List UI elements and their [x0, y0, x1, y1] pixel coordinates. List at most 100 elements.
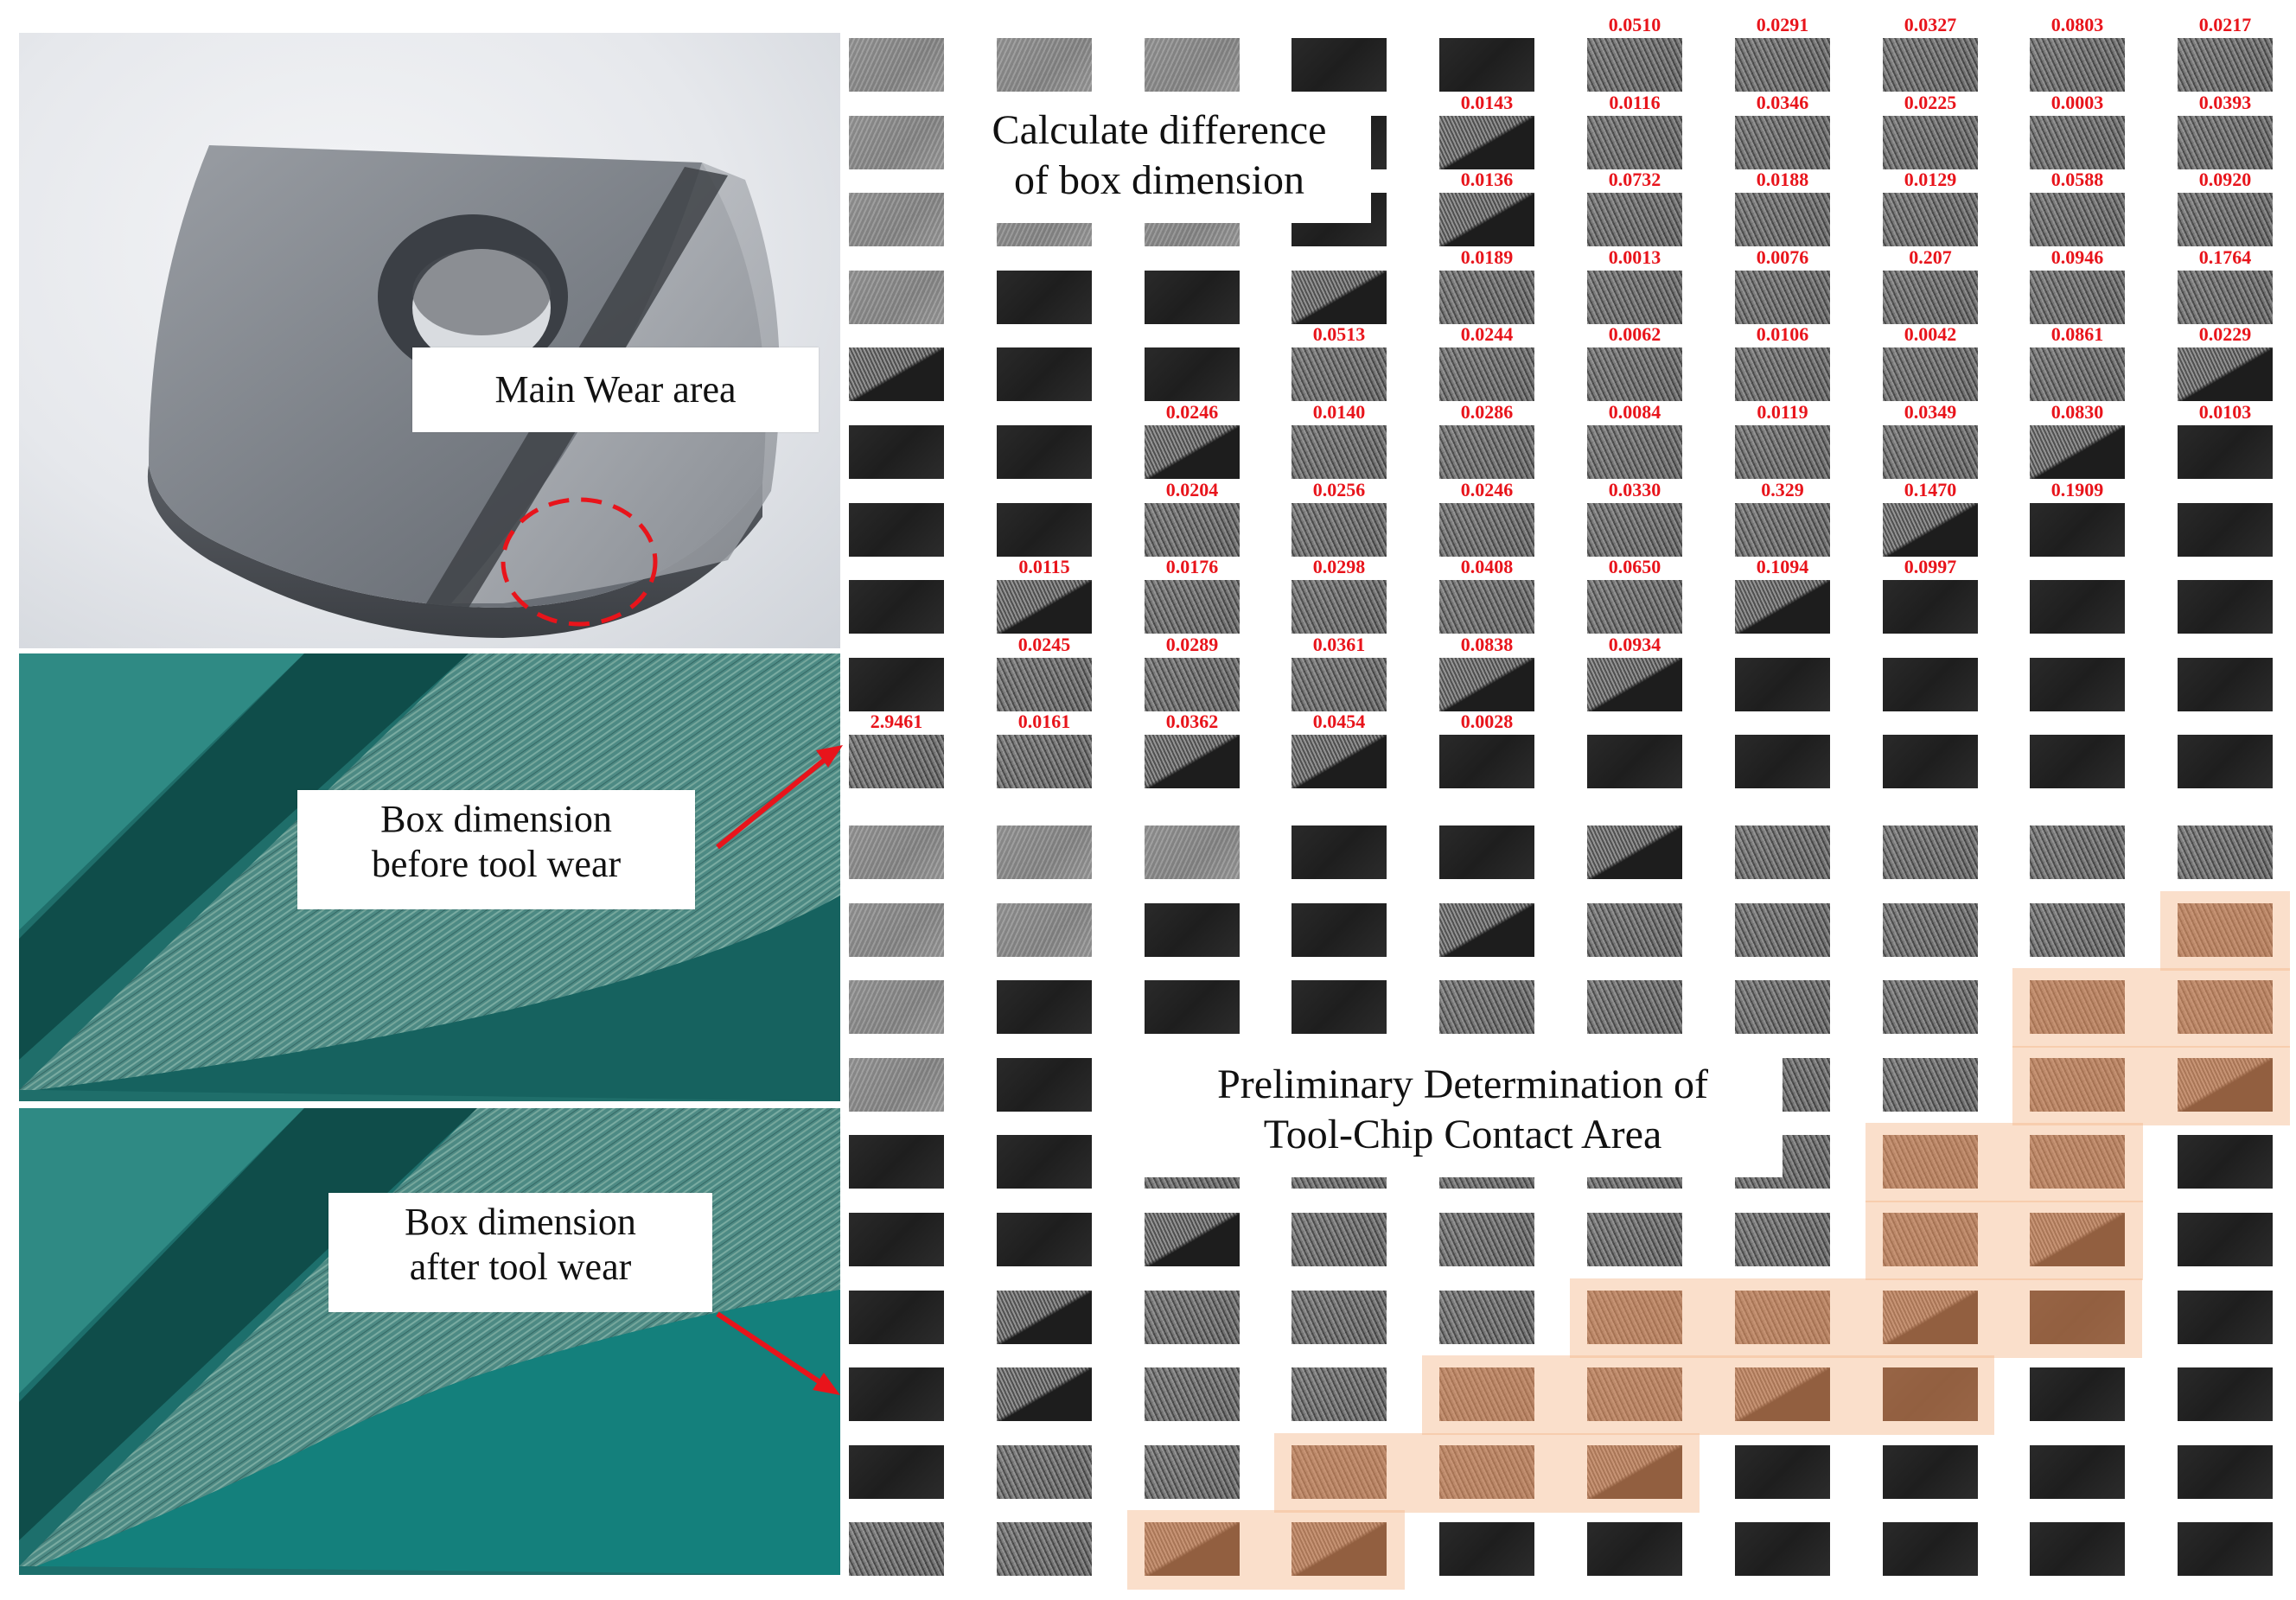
- top-grid-tile: [1145, 503, 1240, 557]
- after-wear-label: Box dimension after tool wear: [328, 1193, 712, 1312]
- tool-insert-photo: Main Wear area: [19, 33, 840, 648]
- top-grid-tile: [2030, 38, 2125, 92]
- difference-value: 0.0204: [1165, 479, 1219, 500]
- difference-value: 2.9461: [870, 711, 923, 732]
- top-grid-tile: [2178, 347, 2273, 401]
- difference-value: 0.0176: [1165, 556, 1219, 577]
- difference-value: 0.0997: [1904, 556, 1957, 577]
- top-grid-tile: [1292, 503, 1387, 557]
- bottom-grid-tile: [1735, 1213, 1830, 1266]
- top-grid-tile: [997, 580, 1092, 634]
- top-grid-tile: [1883, 193, 1978, 246]
- top-grid-tile: [1439, 425, 1534, 479]
- top-grid-tile: [1439, 503, 1534, 557]
- micrograph-before-wear: Box dimension before tool wear: [19, 653, 840, 1101]
- difference-value: 0.0003: [2050, 92, 2104, 113]
- bottom-grid-tile: [2178, 1367, 2273, 1421]
- prelim-line2: Tool-Chip Contact Area: [1263, 1111, 1662, 1157]
- difference-value: 0.0115: [1018, 556, 1070, 577]
- bottom-grid-tile: [1439, 980, 1534, 1034]
- difference-value: 0.0286: [1460, 401, 1514, 423]
- difference-value: 0.0136: [1460, 169, 1514, 190]
- top-grid-tile: [2030, 271, 2125, 324]
- bottom-grid-tile: [1439, 903, 1534, 957]
- top-grid-tile: [2178, 503, 2273, 557]
- top-grid-tile: [1883, 116, 1978, 169]
- top-grid-tile: [1145, 735, 1240, 788]
- top-grid-tile: [2178, 425, 2273, 479]
- before-wear-label: Box dimension before tool wear: [297, 790, 695, 909]
- bottom-grid-tile: [2030, 1135, 2125, 1189]
- before-wear-line1: Box dimension: [380, 798, 612, 840]
- top-grid-tile: [1587, 735, 1682, 788]
- bottom-grid-tile: [1292, 1291, 1387, 1344]
- difference-value: 0.0106: [1756, 323, 1809, 345]
- top-grid-tile: [1587, 271, 1682, 324]
- difference-value: 0.0246: [1460, 479, 1514, 500]
- difference-value: 0.0298: [1312, 556, 1366, 577]
- bottom-grid-tile: [849, 1522, 944, 1576]
- prelim-line1: Preliminary Determination of: [1217, 1061, 1708, 1107]
- bottom-grid-tile: [1735, 825, 1830, 879]
- wear-circle-overlay: [501, 497, 658, 627]
- top-grid-tile: [1587, 347, 1682, 401]
- top-grid-tile: [1735, 503, 1830, 557]
- bottom-grid-tile: [1292, 1213, 1387, 1266]
- bottom-grid-tile: [1145, 1291, 1240, 1344]
- top-grid-tile: [1735, 193, 1830, 246]
- top-grid-tile: [2030, 735, 2125, 788]
- bottom-grid-tile: [1292, 1522, 1387, 1576]
- bottom-grid-tile: [1735, 980, 1830, 1034]
- difference-value: 0.0028: [1460, 711, 1514, 732]
- after-wear-line2: after tool wear: [409, 1245, 632, 1288]
- bottom-grid-tile: [849, 1291, 944, 1344]
- bottom-grid-tile: [1439, 1445, 1534, 1499]
- bottom-grid-tile: [2030, 1522, 2125, 1576]
- bottom-grid-tile: [1292, 1445, 1387, 1499]
- difference-value: 0.0361: [1312, 634, 1366, 655]
- difference-value: 0.0062: [1608, 323, 1661, 345]
- bottom-grid-tile: [1883, 903, 1978, 957]
- bottom-grid-tile: [1292, 903, 1387, 957]
- top-grid-tile: [1439, 193, 1534, 246]
- bottom-grid-tile: [2178, 1522, 2273, 1576]
- top-grid-tile: [1292, 347, 1387, 401]
- top-grid-tile: [849, 503, 944, 557]
- bottom-grid-tile: [1735, 1445, 1830, 1499]
- difference-value: 0.0327: [1904, 14, 1957, 35]
- top-grid-tile: [849, 425, 944, 479]
- difference-value: 0.0076: [1756, 246, 1809, 268]
- top-grid-tile: [2030, 425, 2125, 479]
- bottom-grid-tile: [997, 1522, 1092, 1576]
- difference-value: 0.0217: [2198, 14, 2252, 35]
- bottom-grid-tile: [1587, 980, 1682, 1034]
- bottom-grid-tile: [2030, 1058, 2125, 1112]
- top-grid-tile: [1439, 38, 1534, 92]
- bottom-grid-tile: [1587, 903, 1682, 957]
- bottom-grid-tile: [2030, 1291, 2125, 1344]
- bottom-grid-tile: [1145, 1522, 1240, 1576]
- difference-value: 0.0161: [1017, 711, 1071, 732]
- bottom-grid-tile: [2178, 1445, 2273, 1499]
- top-grid-tile: [1735, 658, 1830, 711]
- bottom-grid-tile: [1587, 1522, 1682, 1576]
- difference-value: 0.0510: [1608, 14, 1661, 35]
- bottom-grid-tile: [997, 1367, 1092, 1421]
- bottom-grid-tile: [1587, 1445, 1682, 1499]
- top-grid-tile: [1292, 658, 1387, 711]
- bottom-grid-tile: [1439, 1522, 1534, 1576]
- top-grid-tile: [1587, 193, 1682, 246]
- top-grid-tile: [1735, 425, 1830, 479]
- top-grid-tile: [1883, 735, 1978, 788]
- bottom-grid-tile: [1587, 1291, 1682, 1344]
- top-grid-tile: [1735, 735, 1830, 788]
- difference-value: 0.0289: [1165, 634, 1219, 655]
- bottom-grid-tile: [1439, 1367, 1534, 1421]
- calc-line1: Calculate difference: [992, 107, 1327, 153]
- top-grid-tile: [849, 735, 944, 788]
- bottom-grid-tile: [2178, 1291, 2273, 1344]
- top-grid-tile: [1735, 271, 1830, 324]
- arrow-before: [716, 745, 843, 850]
- difference-value: 0.1764: [2198, 246, 2252, 268]
